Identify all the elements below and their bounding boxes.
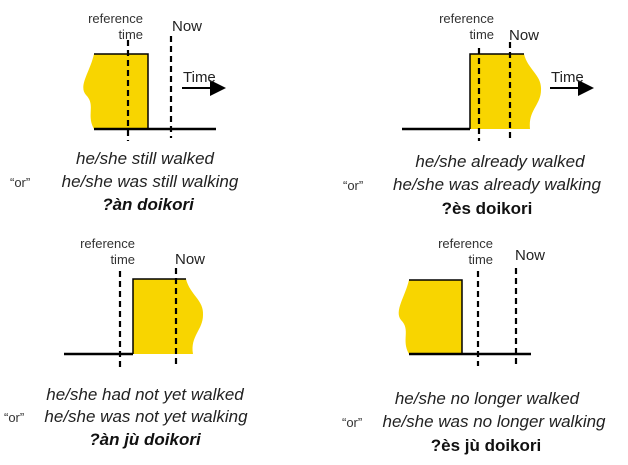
event-bar-outline [94,53,149,129]
event-bar [133,279,204,354]
or-label: “or” [4,410,24,425]
gloss-simple: he/she still walked [76,149,215,168]
reference-label: reference [80,236,135,251]
form-label: ?ès doikori [442,199,533,218]
reference-label-2: time [469,27,494,42]
time-label: Time [551,69,584,86]
form-label: ?ès jù doikori [431,436,542,455]
or-label: “or” [10,175,30,190]
now-label: Now [172,18,202,35]
panel-not-yet: reference time Now he/she had not yet wa… [4,236,248,449]
reference-label-2: time [118,27,143,42]
or-label: “or” [342,415,362,430]
gloss-simple: he/she no longer walked [395,389,580,408]
panel-still: reference time Now Time he/she still wal… [10,11,239,214]
event-bar-outline [132,278,186,354]
gloss-progressive: he/she was still walking [62,172,239,191]
now-label: Now [175,251,205,268]
event-bar [398,280,462,354]
reference-label-2: time [110,252,135,267]
gloss-progressive: he/she was already walking [393,175,601,194]
reference-label-2: time [468,252,493,267]
gloss-progressive: he/she was no longer walking [382,412,606,431]
now-label: Now [509,27,539,44]
now-label: Now [515,247,545,264]
form-label: ?àn doikori [102,195,195,214]
or-label: “or” [343,178,363,193]
gloss-simple: he/she had not yet walked [46,385,244,404]
reference-label: reference [439,11,494,26]
reference-label: reference [438,236,493,251]
reference-label: reference [88,11,143,26]
event-bar-outline [409,279,463,354]
gloss-simple: he/she already walked [415,152,585,171]
panel-already: reference time Now Time he/she already w… [343,11,601,218]
time-label: Time [183,69,216,86]
gloss-progressive: he/she was not yet walking [44,407,248,426]
form-label: ?àn jù doikori [89,430,202,449]
panel-no-longer: reference time Now he/she no longer walk… [342,236,606,455]
event-bar-outline [469,53,524,129]
event-bar [470,54,542,129]
event-bar [83,54,148,129]
